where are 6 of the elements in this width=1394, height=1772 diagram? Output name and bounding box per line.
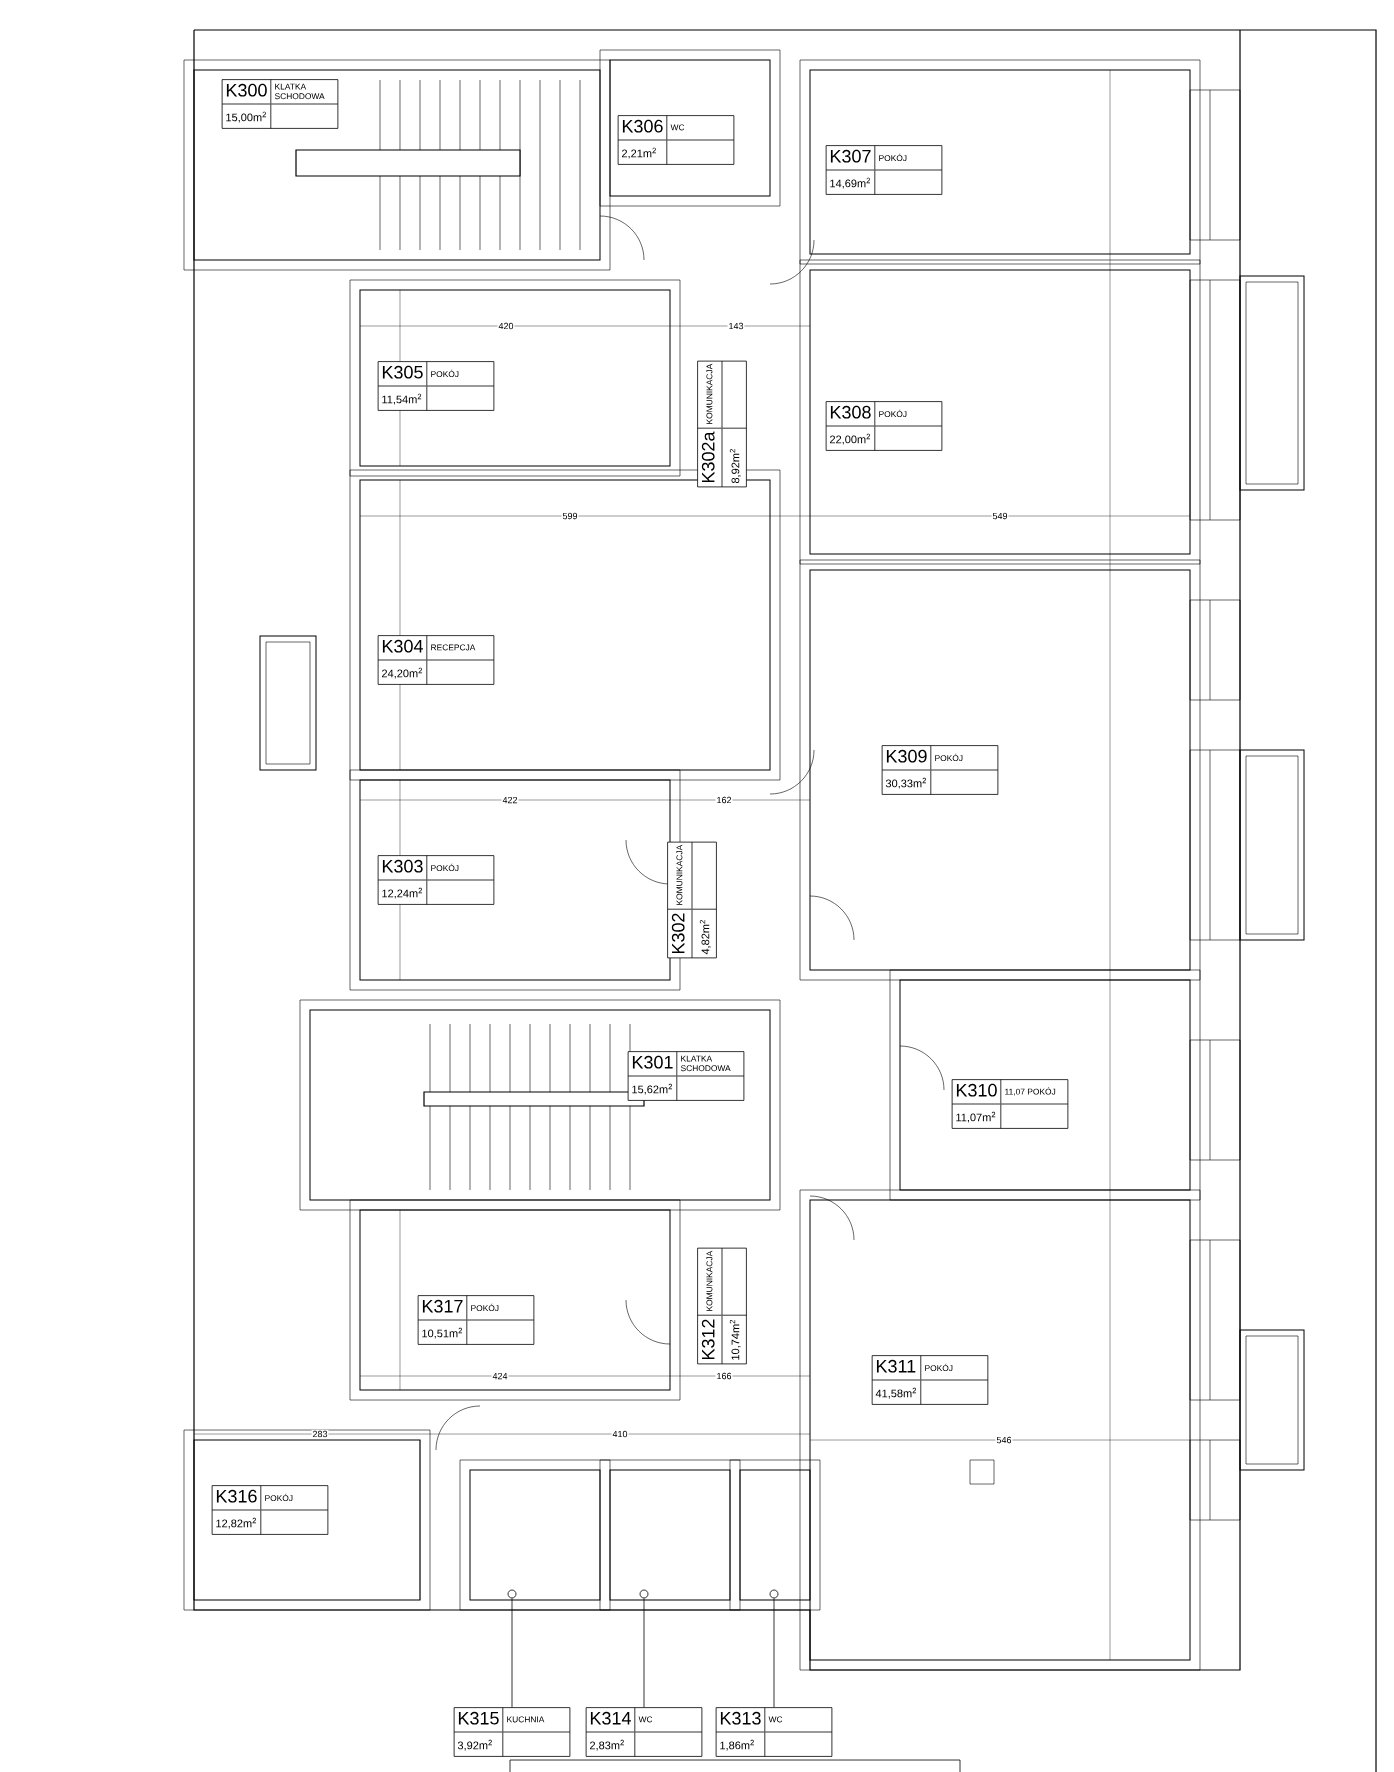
point-marker — [769, 1589, 779, 1599]
leader-line — [511, 1598, 513, 1708]
point-marker — [639, 1589, 649, 1599]
point-marker — [507, 1589, 517, 1599]
leader-line — [643, 1598, 645, 1708]
leader-line — [773, 1598, 775, 1708]
